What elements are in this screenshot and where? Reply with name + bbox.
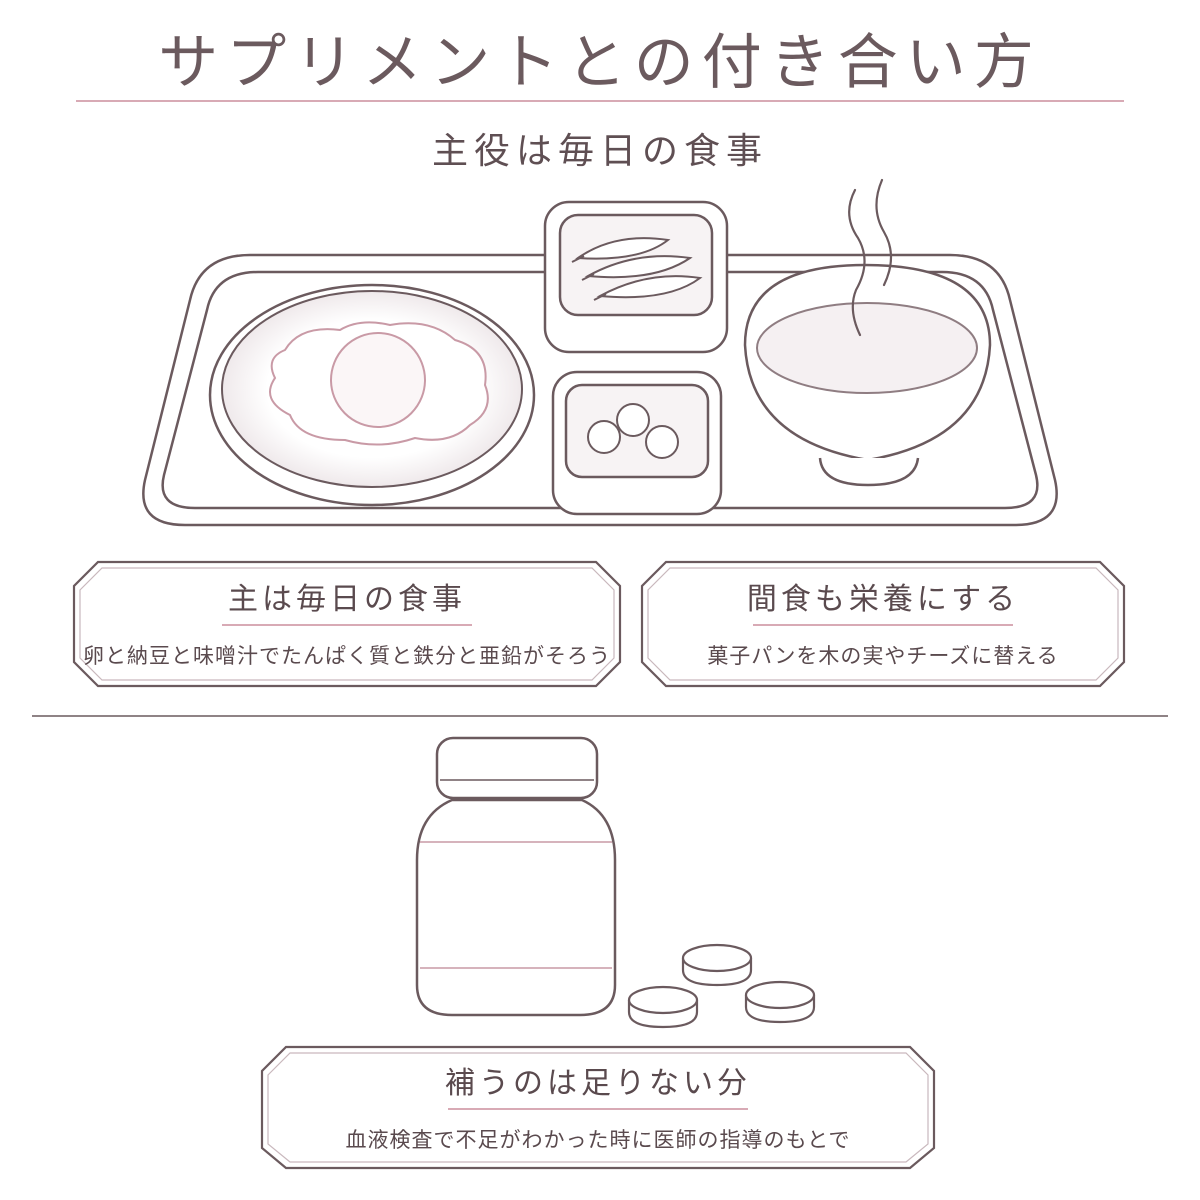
heading-underline — [448, 1108, 748, 1110]
tablet-icon — [627, 943, 816, 1029]
card-body: 血液検査で不足がわかった時に医師の指導のもとで — [345, 1128, 851, 1152]
fried-egg-icon — [208, 283, 536, 507]
natto-icon — [551, 370, 723, 516]
section-subtitle: 主役は毎日の食事 — [431, 131, 768, 172]
title-divider — [76, 100, 1124, 102]
card-heading: 補うのは足りない分 — [445, 1066, 751, 1101]
card-3-frame — [260, 1045, 936, 1170]
heading-underline — [222, 624, 472, 626]
card-body: 卵と納豆と味噌汁でたんぱく質と鉄分と亜鉛がそろう — [83, 644, 611, 668]
supplement-bottle-icon — [415, 736, 617, 1017]
card-snack: 間食も栄養にする 菓子パンを木の実やチーズに替える — [642, 574, 1124, 670]
heading-underline — [753, 624, 1013, 626]
fish-icon — [543, 200, 729, 354]
card-heading: 間食も栄養にする — [746, 582, 1020, 617]
section-divider — [32, 715, 1168, 717]
steam-icon — [848, 178, 893, 337]
card-heading: 主は毎日の食事 — [228, 582, 466, 617]
card-food: 主は毎日の食事 卵と納豆と味噌汁でたんぱく質と鉄分と亜鉛がそろう — [74, 574, 620, 670]
miso-soup-icon — [743, 263, 992, 487]
page-title: サプリメントとの付き合い方 — [158, 28, 1042, 98]
card-body: 菓子パンを木の実やチーズに替える — [707, 644, 1059, 668]
card-supplement: 補うのは足りない分 血液検査で不足がわかった時に医師の指導のもとで — [262, 1058, 934, 1154]
